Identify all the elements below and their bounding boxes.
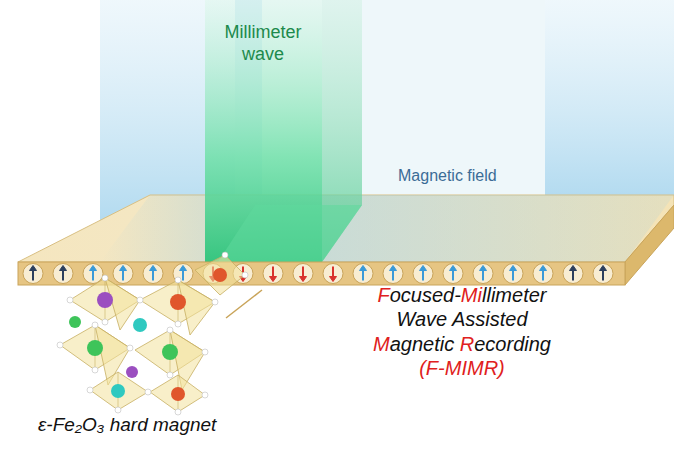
letter: a bbox=[390, 333, 401, 355]
letter: e bbox=[423, 333, 434, 355]
letter: g bbox=[401, 333, 412, 355]
letter: - bbox=[454, 284, 461, 306]
material-label: ε-Fe₂O₃ hard magnet bbox=[38, 414, 216, 437]
letter: v bbox=[426, 308, 436, 330]
letter: s bbox=[475, 308, 485, 330]
letter: n bbox=[412, 333, 423, 355]
spin-arrows bbox=[30, 266, 607, 282]
field-beam bbox=[545, 0, 674, 200]
letter: s bbox=[422, 284, 432, 306]
letter: R bbox=[460, 333, 474, 355]
letter: l bbox=[486, 284, 490, 306]
beam-label: Millimeter wave bbox=[207, 22, 319, 65]
letter: g bbox=[540, 333, 551, 355]
title-label: Focused-Millimeter Wave Assisted Magneti… bbox=[373, 283, 551, 381]
field-region bbox=[100, 195, 674, 262]
letter: o bbox=[495, 333, 506, 355]
letter: e bbox=[432, 284, 443, 306]
letter: R bbox=[484, 357, 498, 379]
letter: W bbox=[396, 308, 415, 330]
letter: F bbox=[426, 357, 438, 379]
letter bbox=[447, 308, 452, 330]
letter: u bbox=[411, 284, 422, 306]
letter: n bbox=[529, 333, 540, 355]
medium-top bbox=[18, 195, 674, 262]
letter: ( bbox=[419, 357, 426, 379]
letter: s bbox=[465, 308, 475, 330]
letter: i bbox=[485, 308, 489, 330]
letter: A bbox=[452, 308, 465, 330]
letter: d bbox=[513, 333, 524, 355]
letter: c bbox=[444, 333, 454, 355]
letter: t bbox=[434, 333, 440, 355]
letter: d bbox=[516, 308, 527, 330]
field-label: Magnetic field bbox=[398, 166, 497, 185]
letter: t bbox=[523, 284, 529, 306]
letter: c bbox=[485, 333, 495, 355]
letter: M bbox=[373, 333, 390, 355]
letter: e bbox=[505, 308, 516, 330]
leader-line bbox=[226, 290, 262, 318]
letter: F bbox=[377, 284, 389, 306]
letter: a bbox=[415, 308, 426, 330]
letter: d bbox=[443, 284, 454, 306]
letter: M bbox=[467, 357, 484, 379]
letter: i bbox=[524, 333, 528, 355]
magnetization-cells bbox=[23, 264, 613, 284]
letter: l bbox=[482, 284, 486, 306]
letter: r bbox=[540, 284, 547, 306]
letter: c bbox=[401, 284, 411, 306]
letter: - bbox=[438, 357, 445, 379]
letter: o bbox=[390, 284, 401, 306]
letter: e bbox=[512, 284, 523, 306]
letter: i bbox=[440, 333, 444, 355]
letter: m bbox=[495, 284, 512, 306]
letter: i bbox=[478, 284, 482, 306]
medium-side bbox=[625, 205, 674, 285]
letter bbox=[454, 333, 460, 355]
crystal-structure bbox=[57, 252, 248, 415]
letter: r bbox=[506, 333, 513, 355]
letter: i bbox=[491, 284, 495, 306]
letter: ) bbox=[498, 357, 505, 379]
letter: M bbox=[445, 357, 462, 379]
letter: s bbox=[490, 308, 500, 330]
letter: e bbox=[436, 308, 447, 330]
letter: e bbox=[529, 284, 540, 306]
letter: e bbox=[474, 333, 485, 355]
letter: t bbox=[500, 308, 506, 330]
letter: M bbox=[461, 284, 478, 306]
beam-spot bbox=[218, 205, 362, 262]
letter: I bbox=[461, 357, 467, 379]
